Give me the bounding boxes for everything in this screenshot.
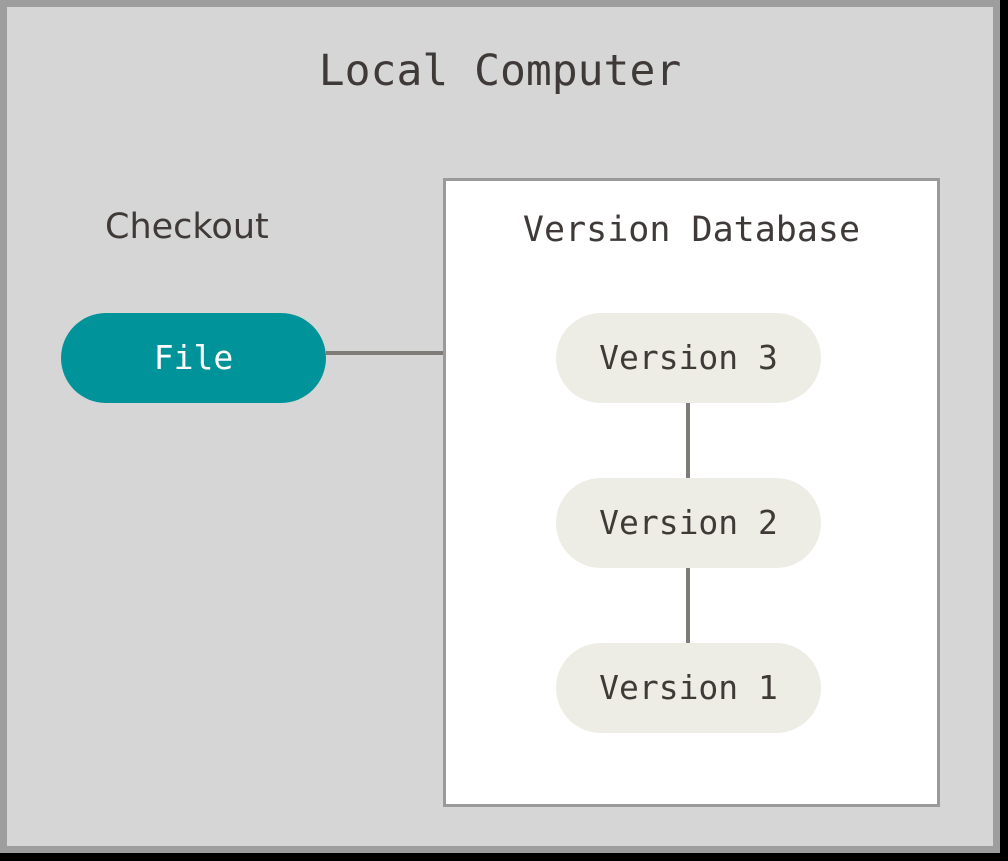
node-version-3[interactable]: Version 3 bbox=[556, 313, 821, 403]
checkout-section-label: Checkout bbox=[105, 207, 269, 247]
node-version-2[interactable]: Version 2 bbox=[556, 478, 821, 568]
node-file[interactable]: File bbox=[61, 313, 326, 403]
diagram-surface: Local Computer Checkout File Version Dat… bbox=[7, 7, 993, 846]
version-database-label: Version Database bbox=[522, 210, 861, 250]
diagram-title: Local Computer bbox=[318, 46, 682, 96]
connector-file-to-version3 bbox=[326, 351, 556, 355]
node-version-1[interactable]: Version 1 bbox=[556, 643, 821, 733]
connector-version2-to-version1 bbox=[686, 568, 690, 643]
connector-version3-to-version2 bbox=[686, 403, 690, 478]
